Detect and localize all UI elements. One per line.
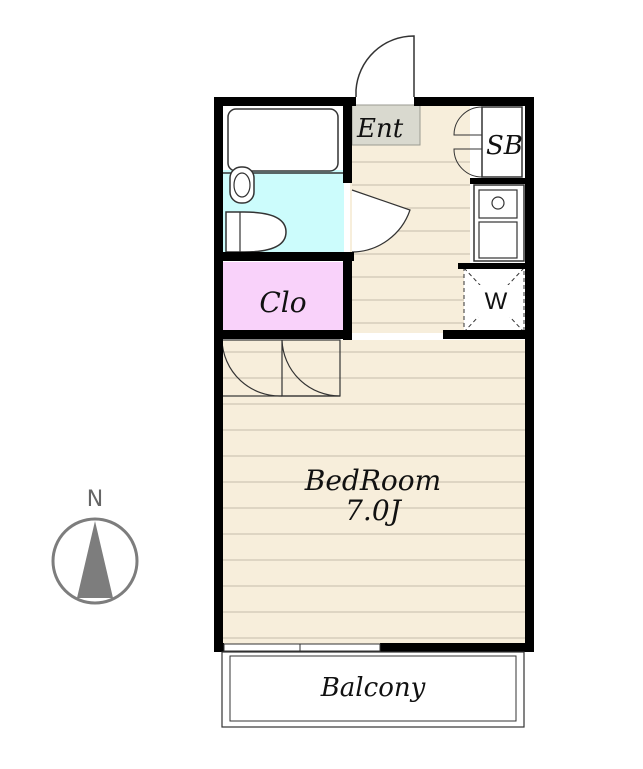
bathroom-door-swing: [351, 189, 411, 253]
closet-area: [222, 262, 344, 330]
balcony-outer: [221, 651, 525, 728]
washer-label-bg: [478, 285, 514, 317]
shoe-box-door-swing-top: [453, 106, 483, 136]
stove: [478, 189, 518, 219]
balcony-label: Balcony: [320, 673, 426, 703]
entrance-label: Ent: [356, 114, 404, 144]
entry-door-swing: [355, 35, 415, 97]
walls: [214, 97, 534, 652]
stove-burner: [491, 196, 505, 210]
closet-door-swing-right: [281, 339, 341, 397]
sink-basin: [233, 172, 251, 198]
bedroom-floor-lines: [222, 351, 525, 639]
shoe-box-door-swing-bottom: [453, 148, 483, 178]
bedroom-size-label: 7.0J: [345, 494, 403, 527]
compass-north-label: N: [87, 487, 103, 512]
bathtub: [227, 108, 339, 172]
washer-label: W: [485, 288, 508, 315]
shoe-box-label: SB: [486, 131, 523, 161]
closet-label: Clo: [259, 286, 306, 319]
bedroom-floor: [220, 340, 525, 646]
balcony-window: [223, 643, 381, 652]
bedroom-label: BedRoom: [304, 464, 441, 497]
toilet: [225, 211, 287, 253]
balcony-inner: [229, 655, 517, 722]
kitchen-sink: [478, 221, 518, 259]
entrance-tile: [351, 104, 421, 146]
compass-arrow: [77, 521, 113, 598]
shoe-box: [481, 106, 523, 178]
